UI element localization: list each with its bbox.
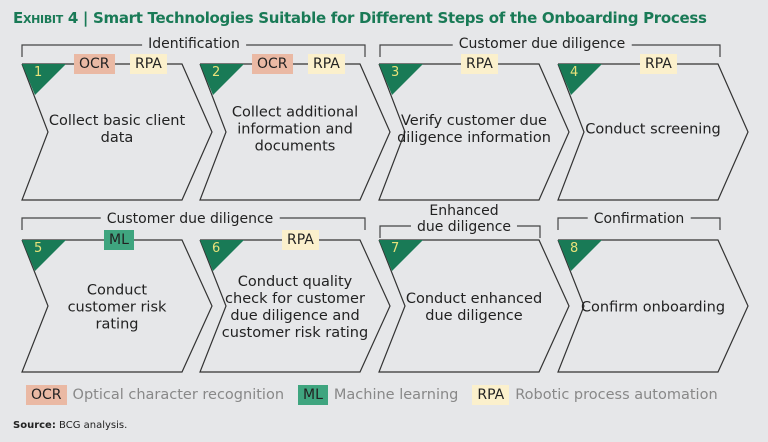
group-label: Enhanced due diligence — [410, 203, 518, 235]
tech-tag-ocr: OCR — [74, 54, 115, 74]
step-text: Conduct customer risk rating — [67, 282, 167, 333]
tech-tag-rpa: RPA — [308, 54, 345, 74]
tech-tag-rpa: RPA — [640, 54, 677, 74]
chevron-step — [21, 239, 213, 373]
step-number-triangle — [200, 240, 244, 271]
exhibit-title: Exhibit 4 | Smart Technologies Suitable … — [13, 9, 707, 27]
chevron-step — [199, 63, 391, 201]
chevron-step — [557, 63, 749, 201]
tech-tag-ocr: OCR — [252, 54, 293, 74]
step-number-triangle — [22, 240, 66, 271]
step-text: Confirm onboarding — [580, 299, 726, 316]
legend-tag-ml: ML — [298, 385, 328, 405]
group-label: Confirmation — [587, 211, 691, 227]
step-text: Collect basic client data — [48, 113, 186, 146]
tech-tag-rpa: RPA — [130, 54, 167, 74]
step-number: 8 — [570, 241, 579, 256]
legend-text: Robotic process automation — [515, 387, 718, 403]
exhibit-number: Exhibit 4 — [13, 9, 78, 27]
legend-text: Machine learning — [333, 387, 459, 403]
step-number-triangle — [379, 240, 423, 271]
legend-text: Optical character recognition — [72, 387, 285, 403]
step-number-triangle — [200, 64, 244, 95]
chevron-step — [21, 63, 213, 201]
step-text: Verify customer due diligence informatio… — [397, 113, 551, 146]
step-text: Collect additional information and docum… — [231, 104, 359, 155]
step-number: 5 — [34, 241, 43, 256]
step-text: Conduct screening — [585, 121, 721, 138]
tech-tag-ml: ML — [104, 230, 134, 250]
chevron-step — [557, 239, 749, 373]
chevron-step — [378, 239, 570, 373]
step-number-triangle — [22, 64, 66, 95]
step-text: Conduct enhanced due diligence — [405, 291, 543, 324]
step-number-triangle — [558, 64, 602, 95]
chevron-step — [199, 239, 391, 373]
step-number-triangle — [558, 240, 602, 271]
legend-tag-ocr: OCR — [26, 385, 67, 405]
source-text: BCG analysis. — [59, 420, 128, 431]
step-number: 1 — [34, 65, 43, 80]
step-number: 3 — [391, 65, 400, 80]
step-text: Conduct quality check for customer due d… — [221, 274, 369, 341]
tech-tag-rpa: RPA — [282, 230, 319, 250]
step-number: 2 — [212, 65, 221, 80]
group-label: Customer due diligence — [452, 36, 632, 52]
group-label: Customer due diligence — [100, 211, 280, 227]
tech-tag-rpa: RPA — [461, 54, 498, 74]
source-note: Source: BCG analysis. — [13, 420, 127, 431]
title-text: Smart Technologies Suitable for Differen… — [93, 9, 707, 27]
step-number: 7 — [391, 241, 400, 256]
legend-tag-rpa: RPA — [472, 385, 510, 405]
legend: OCR Optical character recognition ML Machin… — [18, 385, 718, 405]
step-number: 4 — [570, 65, 579, 80]
chevron-step — [378, 63, 570, 201]
step-number-triangle — [379, 64, 423, 95]
source-label: Source: — [13, 420, 56, 431]
group-label: Identification — [142, 36, 246, 52]
step-number: 6 — [212, 241, 221, 256]
